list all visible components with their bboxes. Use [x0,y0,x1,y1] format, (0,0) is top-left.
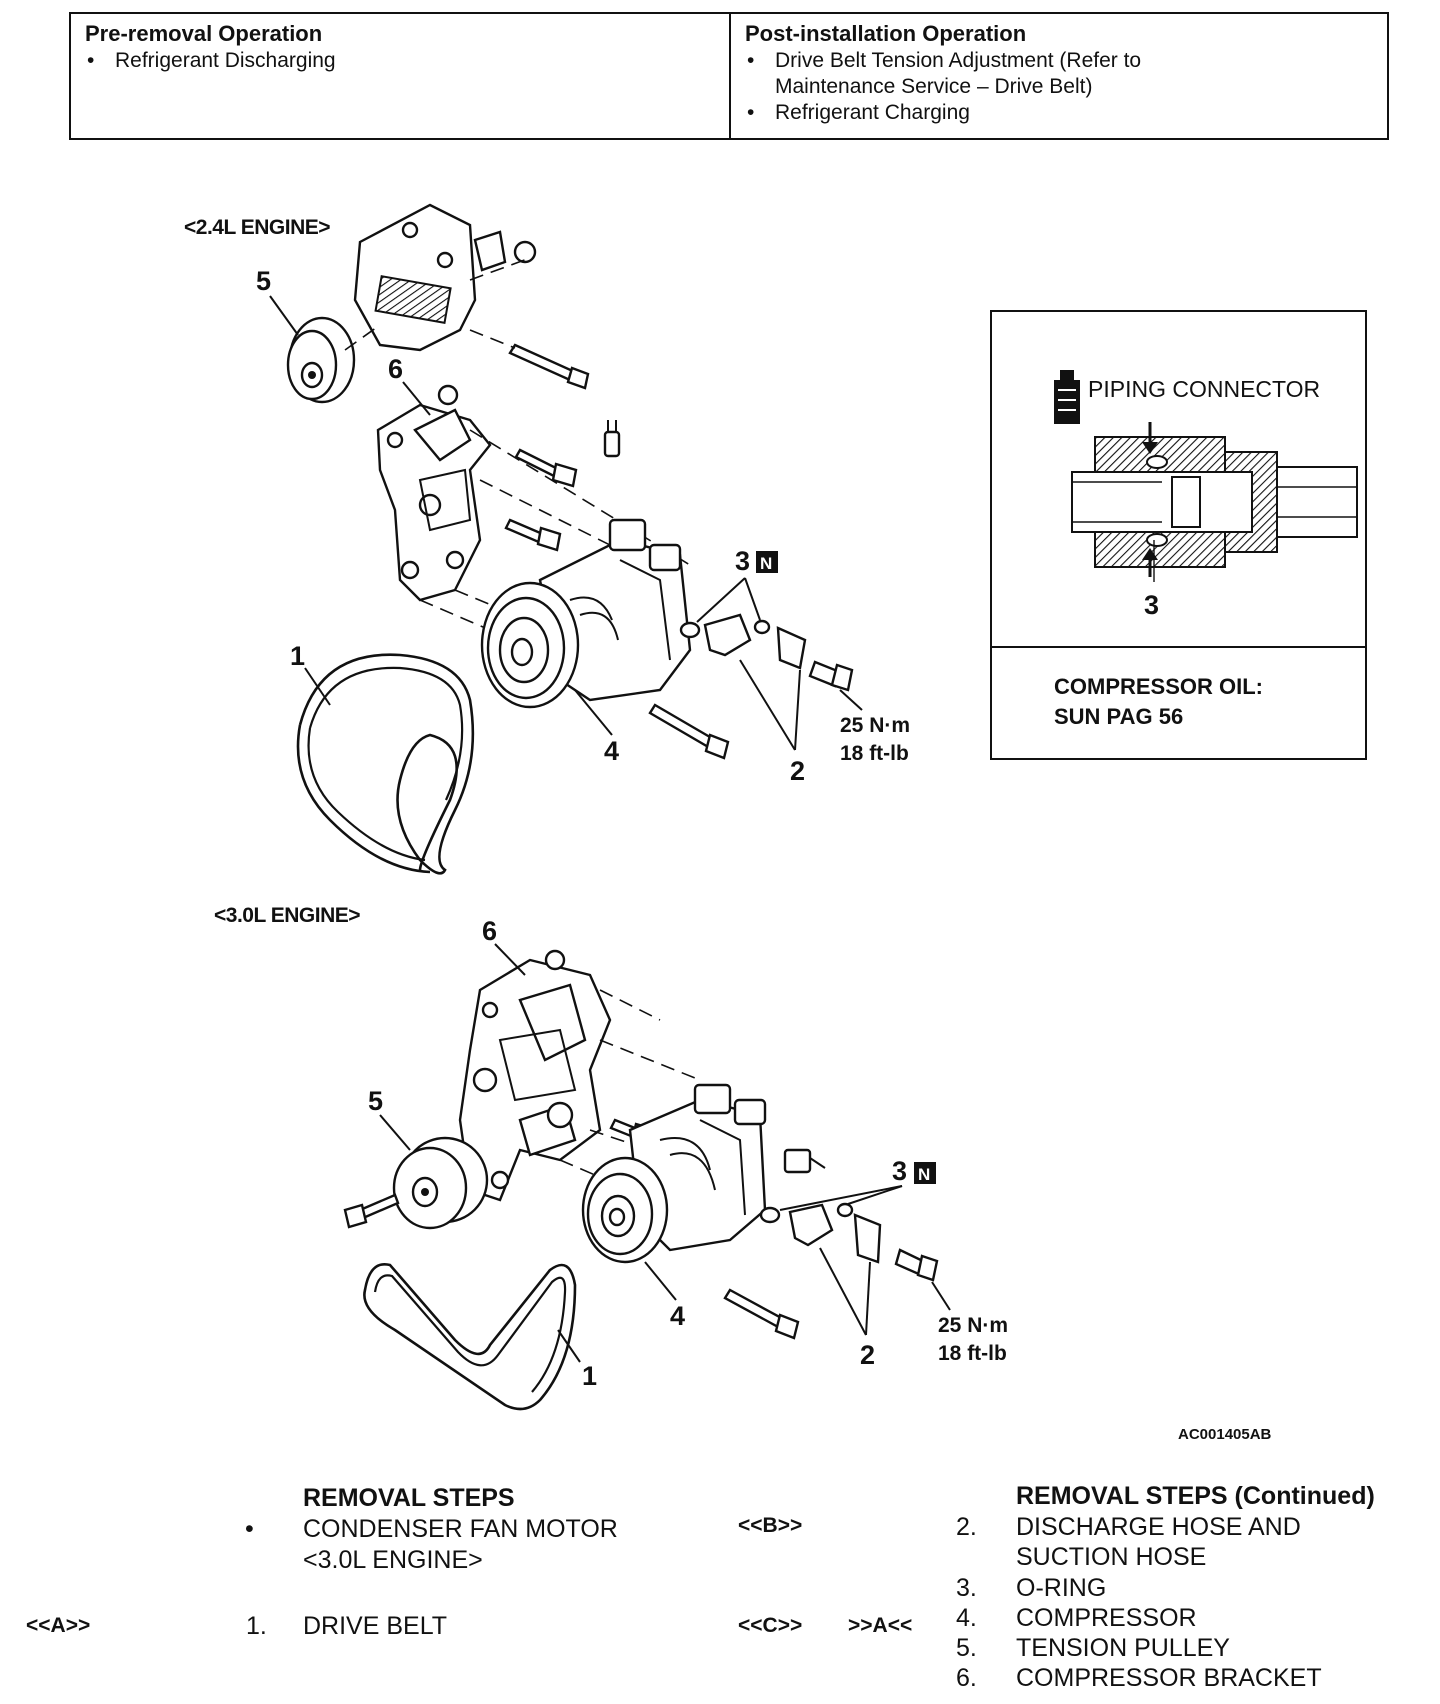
exploded-diagram: 5 6 [256,203,1008,1411]
callout-4-24: 4 [604,736,619,766]
oil-bottle-icon [1054,370,1080,424]
pre-removal-column: Pre-removal Operation Refrigerant Discha… [71,14,731,138]
post-item-line: Maintenance Service – Drive Belt) [775,75,1093,98]
callout-3-24: 3 [735,546,750,576]
post-item-line: Drive Belt Tension Adjustment (Refer to [775,49,1142,72]
removal-steps-continued-title: REMOVAL STEPS (Continued) [1016,1482,1375,1510]
torque-bottom-line1: 25 N·m [938,1314,1008,1337]
compressor-bracket-30 [458,949,612,1202]
hose-assembly-24 [679,613,854,692]
callout-1-30: 1 [582,1361,597,1391]
post-installation-item: Refrigerant Charging [745,100,1373,126]
piping-connector-inset: 3 PIPING CONNECTOR COMPRESSOR OIL: SUN P… [990,310,1367,760]
engine-30-assembly: 6 5 [343,916,1008,1411]
callout-1-24: 1 [290,641,305,671]
drive-belt-30 [363,1263,577,1411]
new-part-box-30 [914,1162,936,1184]
ref-a-install: >>A<< [848,1614,913,1637]
post-installation-item: Drive Belt Tension Adjustment (Refer to M… [745,48,1373,100]
long-bolt [508,343,577,382]
callout-4-30: 4 [670,1301,685,1331]
pre-removal-title: Pre-removal Operation [85,21,323,46]
step-5-label: TENSION PULLEY [1016,1634,1230,1662]
step-condenser-fan-motor: CONDENSER FAN MOTOR [303,1515,618,1543]
step-4-label: COMPRESSOR [1016,1604,1197,1632]
post-installation-title: Post-installation Operation [745,21,1027,46]
step-2-number: 2. [956,1513,977,1541]
tension-pulley-30 [392,1136,489,1230]
step-1-label: DRIVE BELT [303,1612,448,1640]
torque-top-line1: 25 N·m [840,714,910,737]
piping-connector-drawing: 3 [1054,370,1358,620]
step-6-label: COMPRESSOR BRACKET [1016,1664,1322,1692]
callout-5-30: 5 [368,1086,383,1116]
inset-divider [992,646,1365,648]
callout-6-30: 6 [482,916,497,946]
compressor-oil-label: COMPRESSOR OIL: [1054,674,1264,699]
tension-pulley-24 [286,316,356,404]
lower-bolt [648,703,717,750]
new-part-mark-30: N [918,1165,930,1184]
ref-a: <<A>> [26,1614,91,1637]
engine-24-assembly: 5 6 [256,203,910,875]
bullet-icon: • [245,1515,254,1543]
post-installation-column: Post-installation Operation Drive Belt T… [731,14,1387,138]
upper-bracket-slot [374,275,452,324]
ref-b: <<B>> [738,1514,803,1537]
compressor-oil-value: SUN PAG 56 [1054,704,1184,729]
removal-steps-title: REMOVAL STEPS [303,1484,515,1512]
post-installation-list: Drive Belt Tension Adjustment (Refer to M… [745,48,1373,126]
piping-connector-label: PIPING CONNECTOR [1088,376,1321,402]
new-part-mark-24: N [760,554,772,573]
callout-6-24: 6 [388,354,403,384]
nut [513,240,537,264]
compressor-30 [581,1083,826,1264]
torque-top-line2: 18 ft-lb [840,742,909,765]
ref-c: <<C>> [738,1614,803,1637]
torque-bottom-line2: 18 ft-lb [938,1342,1007,1365]
figure-code: AC001405AB [1178,1426,1272,1443]
new-part-box-24 [756,551,778,573]
step-condenser-fan-motor-note: <3.0L ENGINE> [303,1546,483,1574]
compressor-24 [480,518,692,709]
step-3-number: 3. [956,1574,977,1602]
compressor-bracket-24 [376,384,492,602]
step-3-label: O-RING [1016,1574,1107,1602]
step-4-number: 4. [956,1604,977,1632]
callout-2-30: 2 [860,1340,875,1370]
callout-5-24: 5 [256,266,271,296]
clip [473,230,507,272]
hose-assembly-30 [759,1202,939,1282]
step-6-number: 6. [956,1664,977,1692]
drive-belt-24 [298,653,475,875]
callout-2-24: 2 [790,756,805,786]
compressor-oil-note: COMPRESSOR OIL: SUN PAG 56 [1054,672,1263,732]
callout-3-30: 3 [892,1156,907,1186]
operation-table: Pre-removal Operation Refrigerant Discha… [69,12,1389,140]
inset-callout-3: 3 [1144,590,1159,620]
engine-24-label: <2.4L ENGINE> [184,216,331,239]
step-2-label: DISCHARGE HOSE AND [1016,1513,1301,1541]
pre-removal-item: Refrigerant Discharging [85,48,715,74]
step-2-label-cont: SUCTION HOSE [1016,1543,1207,1571]
engine-30-label: <3.0L ENGINE> [214,904,361,927]
step-1-number: 1. [246,1612,267,1640]
step-5-number: 5. [956,1634,977,1662]
pre-removal-list: Refrigerant Discharging [85,48,715,74]
